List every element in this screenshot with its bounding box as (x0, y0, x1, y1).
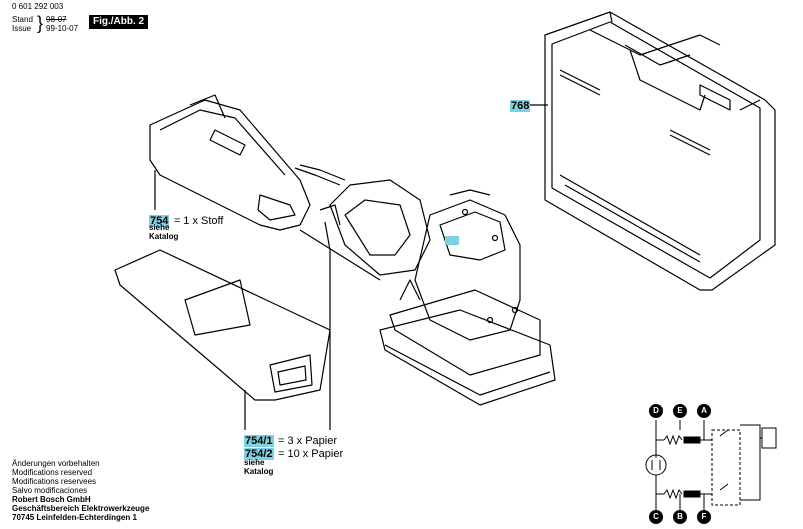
cloth-bag-drawing (149, 94, 311, 231)
figure-label: Fig./Abb. 2 (89, 15, 149, 29)
circuit-terminal-circles (649, 404, 711, 524)
paper-bag-text-1: = 3 x Papier (277, 435, 337, 447)
terminal-b-label: B (677, 512, 683, 521)
paper-bag-callout-1: 754/1 = 3 x Papier (244, 431, 337, 449)
footer-block: Änderungen vorbehalten Modifications res… (12, 459, 149, 522)
terminal-c-label: C (653, 512, 659, 521)
paper-bag-number-2: 754/2 (244, 448, 274, 460)
cloth-bag-number: 754 (149, 215, 170, 227)
old-date: 98-07 (46, 15, 67, 24)
footer-address: 70745 Leinfelden-Echterdingen 1 (12, 513, 137, 522)
cloth-bag-text: = 1 x Stoff (173, 215, 224, 227)
paper-bag-number-1: 754/1 (244, 435, 274, 447)
paper-bag-catalog: Katalog (244, 467, 274, 476)
stand-label: Stand (12, 15, 33, 24)
document-number: 0 601 292 003 (12, 2, 64, 11)
terminal-f-label: F (701, 512, 707, 521)
terminal-e-label: E (677, 406, 683, 415)
new-date: 99-10-07 (46, 24, 79, 33)
footer-company: Robert Bosch GmbH (12, 495, 91, 504)
issue-label: Issue (12, 24, 32, 33)
paper-bag-callout-2: 754/2 = 10 x Papier (244, 444, 343, 462)
cloth-bag-see: siehe (149, 223, 170, 232)
cloth-bag-callout: 754 = 1 x Stoff (149, 211, 223, 229)
paper-bag-text-2: = 10 x Papier (277, 448, 344, 460)
terminal-a-label: A (701, 406, 707, 415)
footer-line: Modifications reserved (12, 468, 93, 477)
paper-bag-see: siehe (244, 458, 265, 467)
circuit-diagram (645, 420, 777, 510)
terminal-d-label: D (653, 406, 659, 415)
case-callout-number: 768 (510, 100, 531, 112)
carrying-case-drawing (544, 11, 776, 291)
footer-division: Geschäftsbereich Elektrowerkzeuge (12, 504, 150, 513)
vent-highlight (445, 236, 459, 245)
orbital-sander-drawing (294, 164, 556, 406)
cloth-bag-catalog: Katalog (149, 232, 179, 241)
brace: } (37, 13, 44, 33)
footer-line: Modifications reservees (12, 477, 97, 486)
footer-line: Änderungen vorbehalten (12, 459, 100, 468)
footer-line: Salvo modificaciones (12, 486, 88, 495)
paper-bag-drawing (114, 249, 331, 401)
